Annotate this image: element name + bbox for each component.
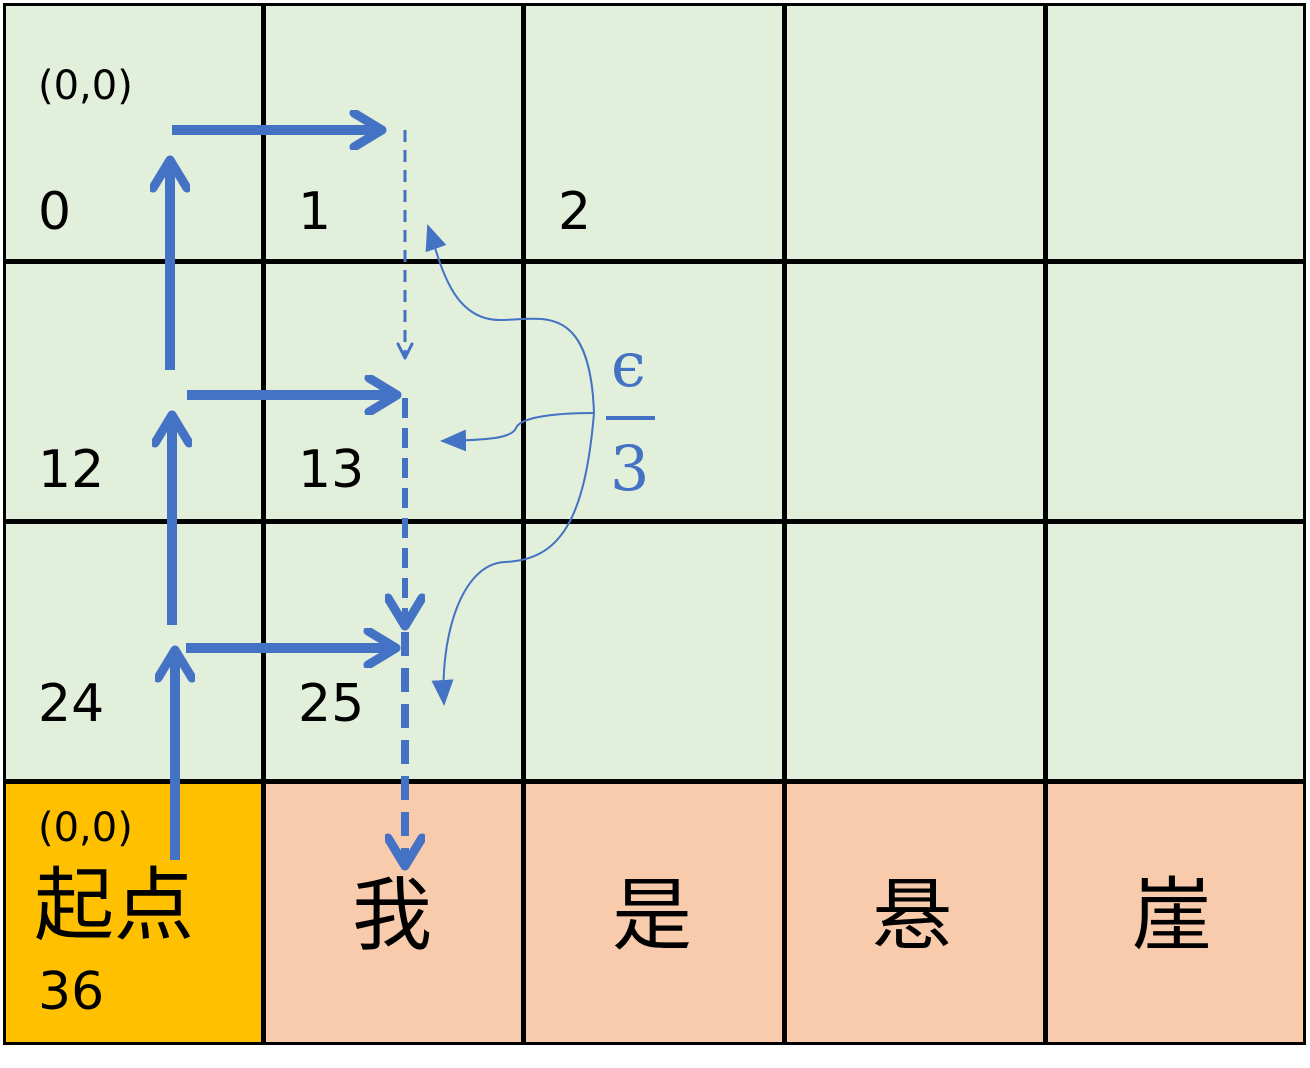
cliff-cell xyxy=(1045,781,1306,1045)
grid-cell xyxy=(1045,261,1306,522)
grid-cell xyxy=(523,261,785,522)
cliff-label-3: 悬 xyxy=(872,869,952,962)
epsilon-arrow-to-1 xyxy=(425,224,595,414)
cliff-label-2: 是 xyxy=(612,869,692,962)
state-number-12: 12 xyxy=(38,440,105,500)
grid-cell xyxy=(784,521,1046,782)
state-number-0: 0 xyxy=(38,182,72,242)
start-cell xyxy=(3,781,264,1045)
grid-cell xyxy=(784,3,1046,262)
state-number-1: 1 xyxy=(298,182,332,242)
grid-cell xyxy=(1045,3,1306,262)
state-number-13: 13 xyxy=(298,440,365,500)
cliff-cell xyxy=(263,781,524,1045)
cliff-label-4: 崖 xyxy=(1132,869,1212,962)
state-number-24: 24 xyxy=(38,674,105,734)
grid-cell xyxy=(784,261,1046,522)
epsilon-denominator: 3 xyxy=(610,432,650,505)
epsilon-arrow-to-25 xyxy=(431,412,595,706)
state-number-36: 36 xyxy=(38,962,105,1022)
epsilon-arrow-to-13 xyxy=(440,412,595,452)
grid-cell xyxy=(523,3,785,262)
state-number-25: 25 xyxy=(298,674,365,734)
state-number-2: 2 xyxy=(558,182,592,242)
epsilon-numerator: ϵ xyxy=(611,328,646,401)
coord-label-top: (0,0) xyxy=(38,63,133,109)
start-label: 起点 xyxy=(34,859,194,952)
cliff-cell xyxy=(523,781,785,1045)
cliff-label-1: 我 xyxy=(352,869,432,962)
grid-cell xyxy=(1045,521,1306,782)
grid-cell xyxy=(523,521,785,782)
cliff-cell xyxy=(784,781,1046,1045)
coord-label-start: (0,0) xyxy=(38,805,133,851)
